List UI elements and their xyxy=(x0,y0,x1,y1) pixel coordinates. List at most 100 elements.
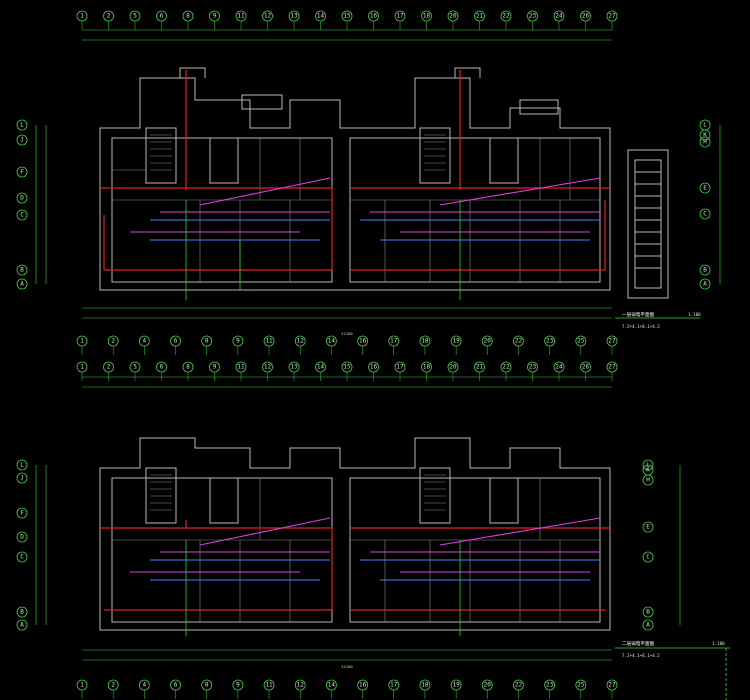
axis-bubble-row-C: C xyxy=(699,208,711,220)
axis-bubble-label: 9 xyxy=(213,364,217,371)
axis-bubble-label: 8 xyxy=(186,364,190,371)
axis-bubble-label: 1 xyxy=(80,682,84,689)
axis-bubble-label: 15 xyxy=(343,13,351,20)
axis-bubble-label: 20 xyxy=(484,338,492,345)
axis-bubble-label: 17 xyxy=(390,682,398,689)
axis-bubble-label: H xyxy=(703,139,707,146)
axis-bubble-label: 21 xyxy=(476,364,484,371)
floor-plan-level-2 xyxy=(99,437,611,636)
drawing-title-top: 一层弱电平面图 xyxy=(622,311,655,318)
axis-bubble-circle xyxy=(16,619,28,631)
axis-bubble-label: 14 xyxy=(317,364,325,371)
axis-bubble-circle xyxy=(699,136,711,148)
axis-bubble-label: 8 xyxy=(186,13,190,20)
drawing-subtitle-top: 7.2+4.1+8.1+4.2 xyxy=(622,324,660,329)
axis-bubble-circle xyxy=(16,192,28,204)
axis-bubble-label: 12 xyxy=(264,364,272,371)
axis-bubble-label: 12 xyxy=(297,682,305,689)
axis-bubble-circle xyxy=(16,472,28,484)
axis-bubble-label: 2 xyxy=(111,338,115,345)
axis-bubble-label: K xyxy=(703,132,707,139)
axis-bubble-label: 16 xyxy=(370,364,378,371)
axis-bubble-row-D: D xyxy=(16,531,28,543)
axis-bubble-label: A xyxy=(646,622,650,629)
axis-bubble-label: 4 xyxy=(143,338,147,345)
axis-bubble-label: 19 xyxy=(453,682,461,689)
title-block-top: 一层弱电平面图 1:100 7.2+4.1+8.1+4.2 xyxy=(615,311,701,329)
axis-bubble-row-A: A xyxy=(642,619,654,631)
axis-bubble-label: 5 xyxy=(133,13,137,20)
axis-bubble-label: 18 xyxy=(423,364,431,371)
axis-bubble-label: 2 xyxy=(107,364,111,371)
axis-bubble-row-F: F xyxy=(16,507,28,519)
axis-bubble-label: 14 xyxy=(328,682,336,689)
axis-bubble-label: 11 xyxy=(265,682,273,689)
axis-bubble-row-J: J xyxy=(16,472,28,484)
axis-bubble-circle xyxy=(699,278,711,290)
axis-bubble-label: 16 xyxy=(359,682,367,689)
axis-bubble-row-F: F xyxy=(16,166,28,178)
axis-bubble-label: 17 xyxy=(396,13,404,20)
axis-bubble-label: L xyxy=(20,462,24,469)
axis-bubble-label: 6 xyxy=(174,338,178,345)
axis-bubble-label: 18 xyxy=(423,13,431,20)
axis-bubble-label: 27 xyxy=(608,682,616,689)
axis-bubble-label: D xyxy=(20,534,24,541)
axis-bubble-label: 17 xyxy=(396,364,404,371)
axis-bubble-label: 9 xyxy=(236,338,240,345)
axis-bubble-label: 17 xyxy=(390,338,398,345)
axis-bubble-label: 9 xyxy=(213,13,217,20)
axis-bubble-circle xyxy=(16,278,28,290)
axis-bubble-circle xyxy=(16,134,28,146)
axis-bubble-circle xyxy=(699,129,711,141)
axis-bubble-label: 19 xyxy=(453,338,461,345)
axis-bubble-label: 9 xyxy=(236,682,240,689)
axis-bubble-label: 20 xyxy=(484,682,492,689)
axis-bubble-circle xyxy=(699,208,711,220)
axis-bubble-row-L: L xyxy=(16,459,28,471)
axis-bubble-circle xyxy=(16,459,28,471)
axis-bubble-label: 1 xyxy=(80,338,84,345)
title-block-bottom: 二层弱电平面图 1:100 7.2+4.1+8.1+4.2 xyxy=(615,640,730,658)
axis-bubble-circle xyxy=(16,551,28,563)
axis-bubble-label: 15 xyxy=(343,364,351,371)
axis-bubble-label: D xyxy=(20,195,24,202)
axis-bubble-circle xyxy=(642,521,654,533)
axis-bubble-row-K: K xyxy=(699,129,711,141)
axis-bubble-label: 2 xyxy=(111,682,115,689)
axis-bubble-label: 22 xyxy=(502,13,510,20)
axis-bubble-label: 6 xyxy=(160,13,164,20)
axis-bubble-label: 11 xyxy=(237,13,245,20)
axis-bubble-label: 2 xyxy=(107,13,111,20)
axis-bubble-row-E: E xyxy=(642,521,654,533)
axis-bubble-circle xyxy=(16,507,28,519)
axis-bubble-label: 27 xyxy=(608,338,616,345)
axis-bubble-row-L: L xyxy=(16,119,28,131)
axis-bubble-circle xyxy=(16,264,28,276)
axis-bubble-label: 26 xyxy=(582,13,590,20)
axis-bubble-label: B xyxy=(646,609,650,616)
axis-bubble-label: 27 xyxy=(608,13,616,20)
axis-bubble-label: J xyxy=(20,137,24,144)
axis-bubble-label: 6 xyxy=(174,682,178,689)
axis-bubble-circle xyxy=(642,474,654,486)
axis-bubble-label: 11 xyxy=(265,338,273,345)
axis-bubble-circle xyxy=(16,119,28,131)
axis-bubble-label: F xyxy=(20,169,24,176)
axis-bubble-label: A xyxy=(20,622,24,629)
axis-bubble-label: 16 xyxy=(370,13,378,20)
axis-bubble-row-A: A xyxy=(16,278,28,290)
axis-bubble-label: 1 xyxy=(80,13,84,20)
axis-bubble-row-B: B xyxy=(699,264,711,276)
axis-bubble-label: L xyxy=(20,122,24,129)
axis-bubble-row-C: C xyxy=(16,209,28,221)
drawing-scale-top: 1:100 xyxy=(688,312,701,317)
axis-bubble-row-D: D xyxy=(16,192,28,204)
axis-bubble-circle xyxy=(699,182,711,194)
